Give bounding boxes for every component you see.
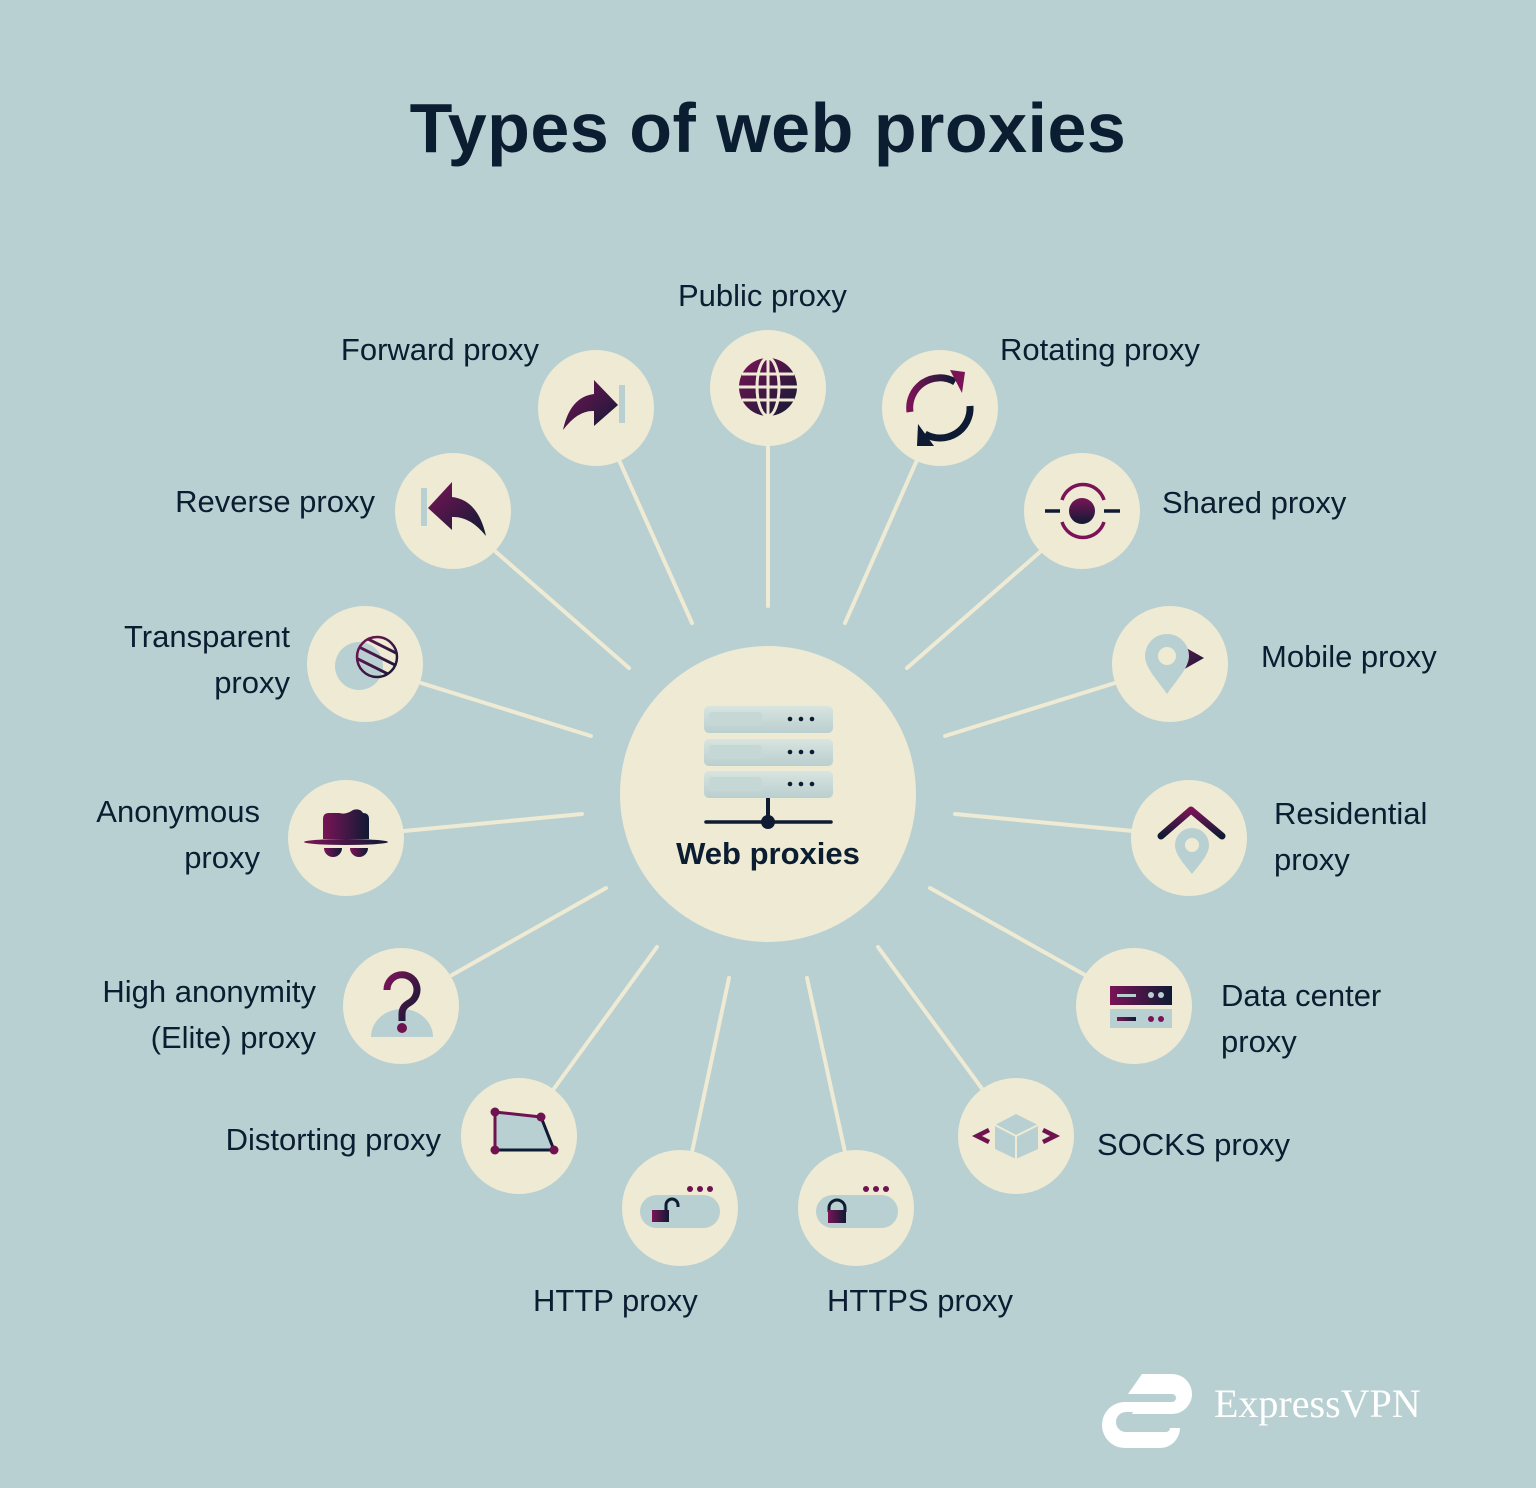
spokes	[402, 444, 1135, 1154]
location-pin-arrow-icon	[1145, 634, 1204, 694]
label-elite: High anonymity (Elite) proxy	[102, 969, 316, 1061]
label-transparent: Transparent proxy	[124, 614, 290, 706]
page-title: Types of web proxies	[409, 89, 1127, 167]
label-line: (Elite) proxy	[150, 1020, 316, 1055]
label-socks: SOCKS proxy	[1097, 1127, 1290, 1162]
label-shared: Shared proxy	[1162, 485, 1347, 520]
code-cube-icon	[971, 1114, 1061, 1159]
label-line: Anonymous	[96, 794, 260, 829]
label-rotating: Rotating proxy	[1000, 332, 1200, 367]
label-reverse: Reverse proxy	[175, 484, 375, 519]
transparent-ball-icon	[335, 635, 399, 690]
brand-logo: ExpressVPN	[1118, 1372, 1448, 1436]
center-label: Web proxies	[676, 836, 860, 871]
server-stack-icon	[704, 706, 833, 829]
node-datacenter	[1076, 948, 1192, 1064]
server-rack-icon	[1110, 986, 1172, 1028]
label-line: proxy	[1221, 1024, 1297, 1059]
label-line: proxy	[214, 665, 290, 700]
label-http: HTTP proxy	[533, 1283, 698, 1318]
brand-name: ExpressVPN	[1214, 1381, 1421, 1426]
globe-icon	[739, 356, 797, 418]
label-https: HTTPS proxy	[827, 1283, 1014, 1318]
label-line: Data center	[1221, 978, 1382, 1013]
shared-node-icon	[1045, 482, 1120, 540]
label-datacenter: Data center proxy	[1221, 973, 1381, 1065]
label-anonymous: Anonymous proxy	[96, 789, 260, 881]
label-line: Transparent	[124, 619, 290, 654]
label-forward: Forward proxy	[340, 332, 539, 367]
center-node	[620, 646, 916, 942]
label-mobile: Mobile proxy	[1261, 639, 1437, 674]
unlocked-padlock-icon	[640, 1186, 720, 1228]
distorted-shape-icon	[490, 1107, 559, 1155]
label-line: proxy	[1274, 842, 1350, 877]
spy-hat-glasses-icon	[304, 809, 388, 857]
rotate-arrows-icon	[906, 370, 974, 446]
expressvpn-logo-icon	[1101, 1374, 1192, 1449]
forward-arrow-icon	[563, 380, 625, 430]
label-line: Residential	[1274, 796, 1428, 831]
locked-padlock-icon	[816, 1186, 898, 1228]
node-rotating	[882, 350, 998, 466]
label-residential: Residential proxy	[1274, 791, 1427, 883]
label-distorting: Distorting proxy	[225, 1122, 441, 1157]
label-line: High anonymity	[102, 974, 316, 1009]
house-pin-icon	[1157, 806, 1226, 874]
label-public: Public proxy	[678, 278, 847, 313]
reverse-arrow-icon	[421, 482, 486, 536]
question-person-icon	[371, 971, 433, 1037]
label-line: proxy	[184, 840, 260, 875]
